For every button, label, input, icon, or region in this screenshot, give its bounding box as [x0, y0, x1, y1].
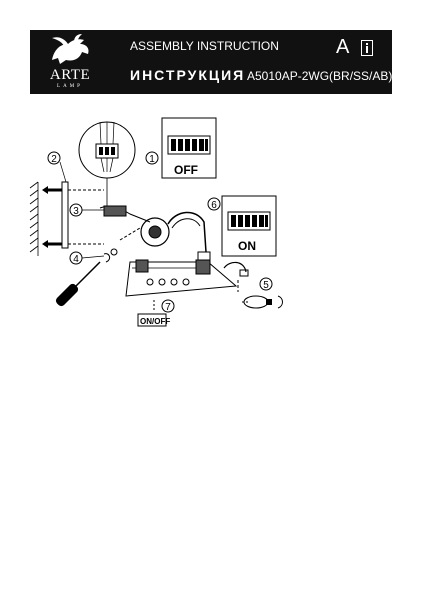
switch-label: ON/OFF [140, 317, 170, 326]
step-marker-2: 2 [47, 151, 67, 183]
griffin-logo-icon [52, 34, 89, 64]
svg-text:1: 1 [149, 154, 155, 165]
document-header: ARTE LAMP ASSEMBLY INSTRUCTION ИНСТРУКЦИ… [30, 30, 392, 94]
svg-text:5: 5 [263, 280, 269, 291]
off-panel: OFF [161, 117, 217, 179]
screwdriver-icon [55, 248, 118, 307]
on-panel: ON [221, 195, 277, 257]
brand-logo: ARTE LAMP [30, 30, 110, 94]
svg-text:7: 7 [165, 302, 171, 313]
lamp-body [99, 205, 249, 297]
off-label: OFF [174, 163, 198, 177]
mounting-plate [61, 181, 69, 249]
arrow-icon [42, 186, 62, 248]
instruction-book-icon [361, 40, 373, 56]
svg-text:2: 2 [51, 154, 57, 165]
step-marker-4: 4 [69, 251, 105, 265]
step-marker-6: 6 [207, 197, 221, 211]
title-english: ASSEMBLY INSTRUCTION [130, 39, 279, 53]
title-russian: ИНСТРУКЦИЯ [130, 67, 246, 83]
svg-text:6: 6 [211, 200, 217, 211]
model-number: A5010AP-2WG(BR/SS/AB) [247, 69, 393, 83]
step-marker-1: 1 [145, 151, 159, 165]
brand-name: ARTE [49, 67, 91, 83]
svg-text:3: 3 [73, 206, 79, 217]
step-marker-3: 3 [69, 203, 104, 217]
on-label: ON [238, 239, 256, 253]
brand-subtitle: LAMP [57, 84, 83, 89]
wall-icon [29, 181, 39, 256]
assembly-diagram: OFF ON ON/OFF 1 2 3 4 5 6 [29, 117, 283, 327]
terminal-block-icon [95, 121, 119, 173]
language-letter: A [336, 36, 350, 58]
step-marker-5: 5 [259, 277, 273, 291]
bulb-icon [242, 295, 283, 309]
svg-text:4: 4 [73, 254, 79, 265]
step-marker-7: 7 [161, 299, 175, 313]
